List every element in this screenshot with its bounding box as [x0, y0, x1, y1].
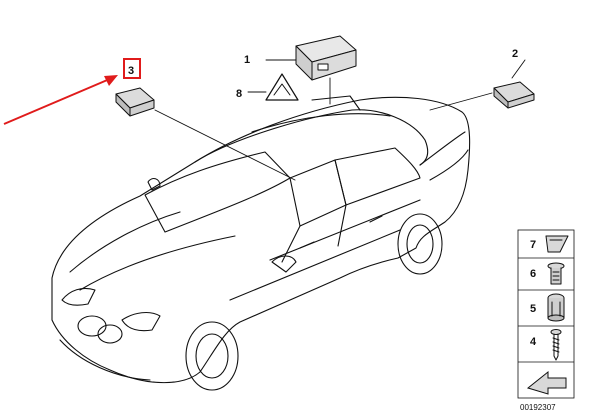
small-parts-panel: 7 6 5 4: [517, 229, 575, 399]
sensor-clip-icon: [115, 87, 155, 117]
car-illustration: [51, 95, 471, 391]
control-module-icon: [295, 35, 357, 81]
warning-triangle-icon: [265, 73, 299, 101]
callout-5: 5: [530, 303, 536, 315]
callout-8: 8: [236, 88, 242, 100]
screw-icon: [550, 329, 562, 361]
reference-number: 00192307: [520, 403, 556, 412]
expanding-sleeve-icon: [547, 293, 565, 322]
arrow-icon: [526, 370, 567, 395]
highlight-box: [123, 58, 141, 79]
highlight-arrow: [3, 75, 118, 125]
sensor-clip-icon: [493, 81, 535, 109]
callout-4: 4: [530, 336, 537, 348]
callout-2: 2: [512, 48, 518, 60]
expanding-rivet-icon: [547, 262, 565, 285]
callout-1: 1: [244, 54, 250, 66]
clip-nut-icon: [545, 235, 569, 253]
leader-lines: [154, 59, 526, 181]
callout-6: 6: [530, 268, 536, 280]
callout-3: 3: [128, 65, 134, 77]
callout-7: 7: [530, 239, 536, 251]
